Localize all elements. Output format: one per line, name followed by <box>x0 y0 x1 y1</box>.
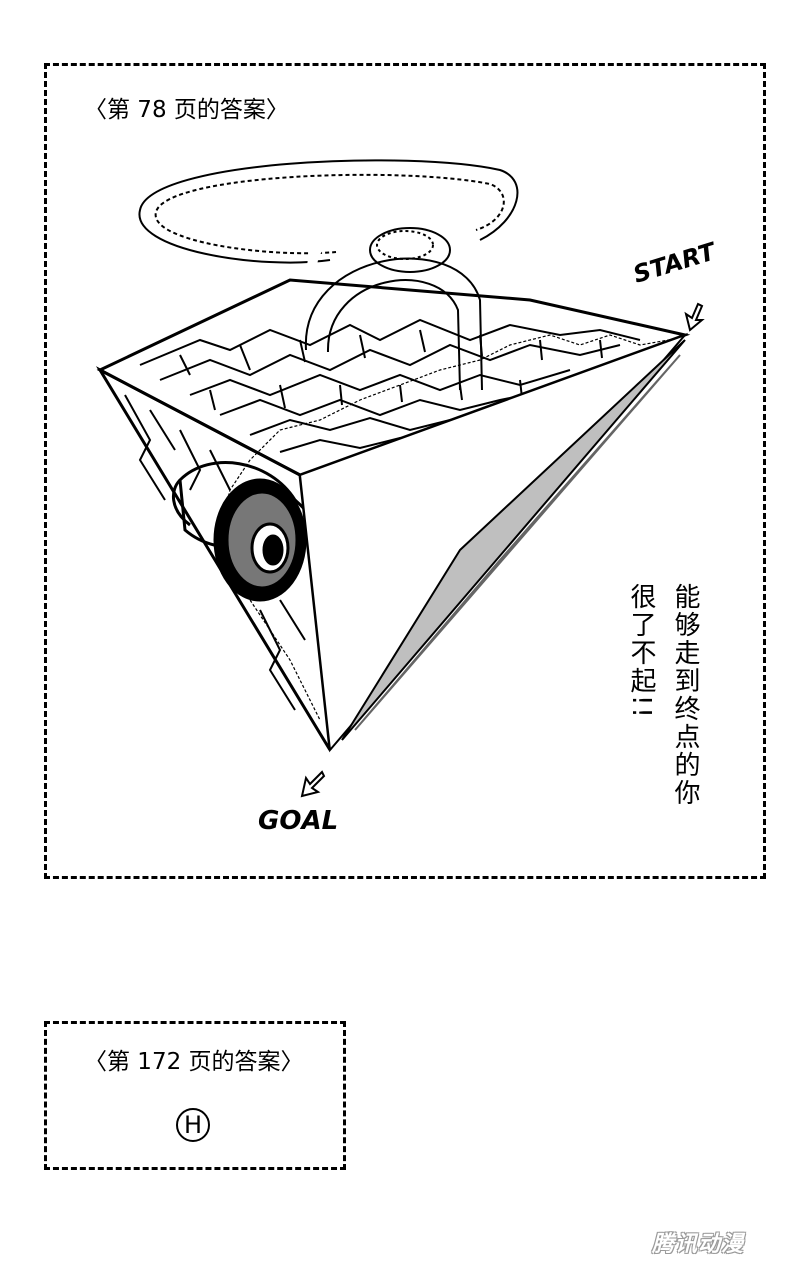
goal-arrow-icon <box>300 770 326 798</box>
congrats-message-line-2: 很了不起!! <box>626 583 656 720</box>
answer-172-letter: H <box>176 1108 210 1142</box>
maze-right-face <box>298 332 689 753</box>
congrats-message-line-1: 能够走到终点的你 <box>670 583 700 807</box>
rope-loop-icon <box>138 159 519 391</box>
goal-label: GOAL <box>258 806 339 836</box>
answer-78-panel <box>44 63 766 879</box>
answer-172-panel <box>44 1021 346 1170</box>
maze-pyramid-icon <box>95 159 691 753</box>
answer-172-caption: 〈第 172 页的答案〉 <box>84 1049 304 1075</box>
answer-78-caption: 〈第 78 页的答案〉 <box>84 97 289 123</box>
watermark-logo: 腾讯动漫 <box>652 1232 745 1257</box>
start-arrow-icon <box>684 302 705 332</box>
